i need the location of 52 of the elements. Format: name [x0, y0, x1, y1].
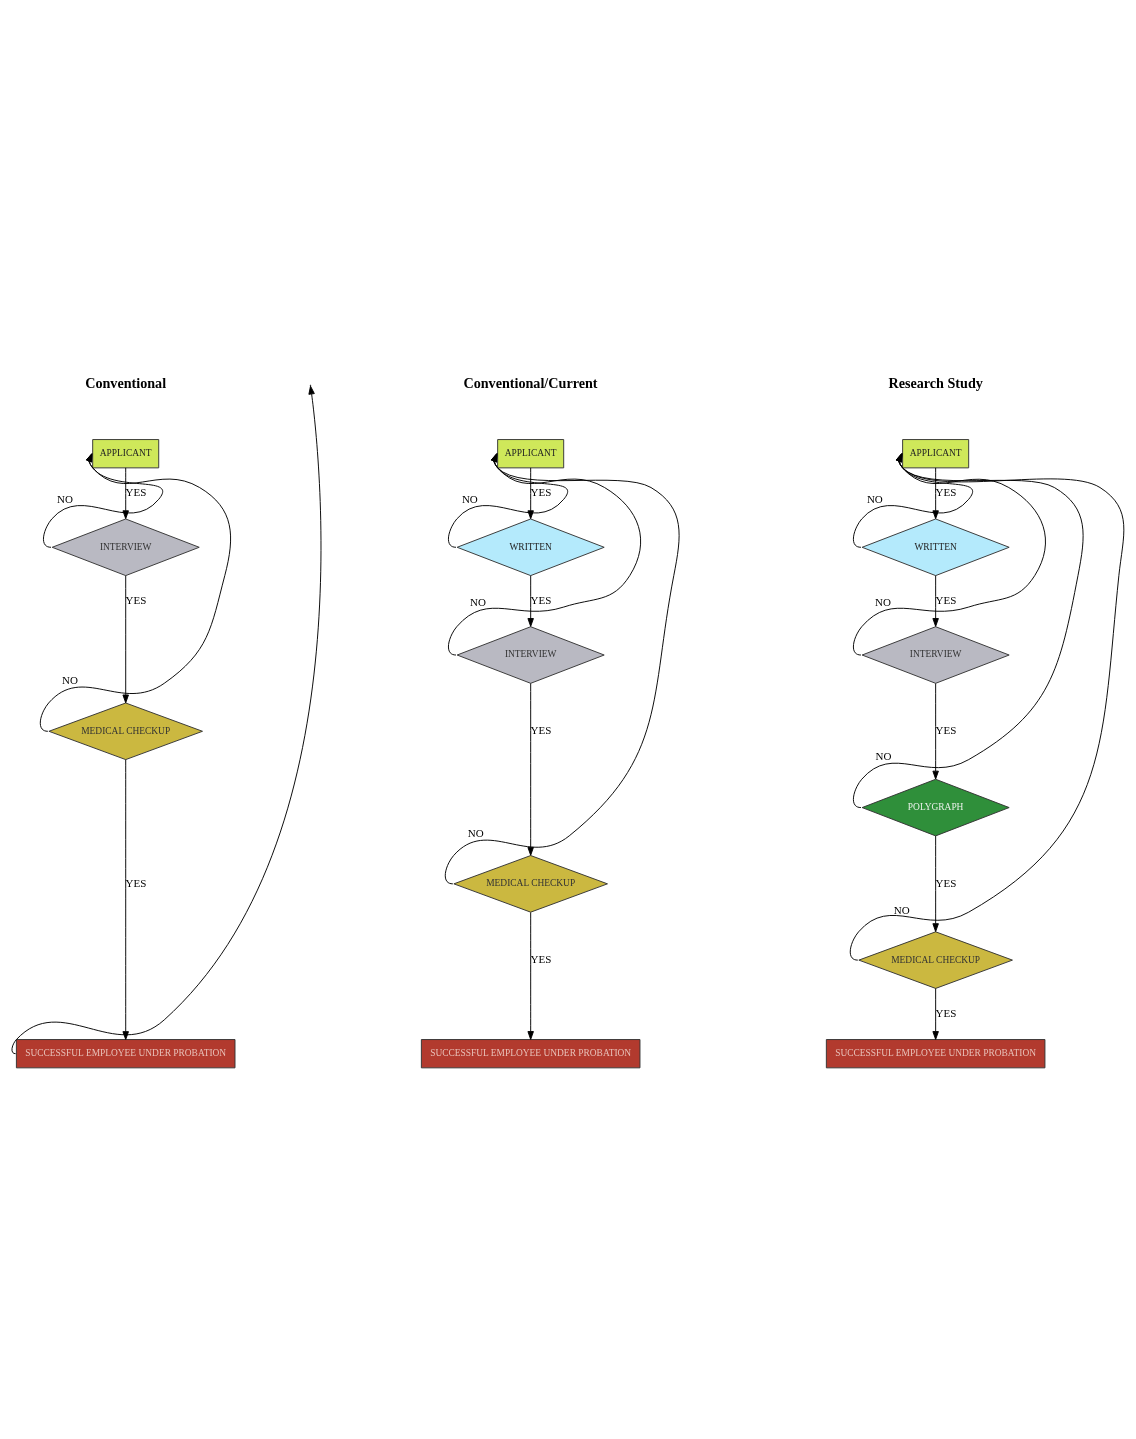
edge-label: NO — [461, 493, 478, 506]
edge-label: NO — [875, 750, 892, 763]
node-diamond: MEDICAL CHECKUP — [48, 702, 203, 761]
edge-label: YES — [125, 876, 147, 889]
edge-label: YES — [530, 594, 552, 607]
node-diamond: WRITTEN — [456, 518, 605, 577]
edge-label: NO — [866, 493, 883, 506]
edge-label: YES — [935, 486, 957, 499]
edge-label: NO — [62, 674, 78, 687]
arrow — [932, 683, 939, 780]
arrow — [122, 759, 129, 1040]
label: Conventional/Current — [463, 374, 598, 391]
edge-label: YES — [530, 486, 552, 499]
arrow — [932, 988, 939, 1040]
arrow — [122, 575, 129, 704]
node-diamond: INTERVIEW — [861, 626, 1010, 684]
node-diamond: MEDICAL CHECKUP — [453, 855, 608, 913]
edge-label: YES — [935, 594, 957, 607]
edge-label: NO — [875, 595, 891, 608]
edge-label: NO — [56, 493, 73, 506]
edge-label: YES — [530, 953, 552, 966]
arrow — [527, 575, 534, 627]
label: Research Study — [888, 374, 983, 391]
node-box: APPLICANT — [92, 439, 160, 469]
edge-label: YES — [935, 1006, 957, 1019]
node-box: SUCCESSFUL EMPLOYEE UNDER PROBATION — [15, 1039, 236, 1069]
node-diamond: INTERVIEW — [51, 518, 200, 577]
arrow — [527, 911, 534, 1040]
arrow — [527, 683, 534, 856]
node-box: APPLICANT — [902, 439, 970, 469]
node-box: SUCCESSFUL EMPLOYEE UNDER PROBATION — [420, 1039, 641, 1069]
edge-label: YES — [935, 876, 957, 889]
edge-label: YES — [125, 594, 147, 607]
arrow — [932, 575, 939, 627]
edge-label: YES — [935, 724, 957, 737]
node-diamond: INTERVIEW — [456, 626, 605, 684]
arrow — [527, 467, 534, 520]
edge-label: NO — [467, 827, 484, 840]
label: Conventional — [85, 374, 167, 391]
node-diamond: WRITTEN — [861, 518, 1010, 577]
node-box: APPLICANT — [497, 439, 565, 469]
edge-label: YES — [125, 486, 147, 499]
arrow — [11, 385, 322, 1055]
node-box: SUCCESSFUL EMPLOYEE UNDER PROBATION — [825, 1039, 1046, 1069]
node-diamond: POLYGRAPH — [861, 778, 1010, 837]
edge-label: YES — [530, 724, 552, 737]
arrow — [122, 467, 129, 520]
arrow — [932, 467, 939, 520]
edge-label: NO — [893, 904, 910, 917]
node-diamond: MEDICAL CHECKUP — [858, 931, 1013, 989]
edge-label: NO — [470, 595, 486, 608]
arrow — [932, 835, 939, 933]
